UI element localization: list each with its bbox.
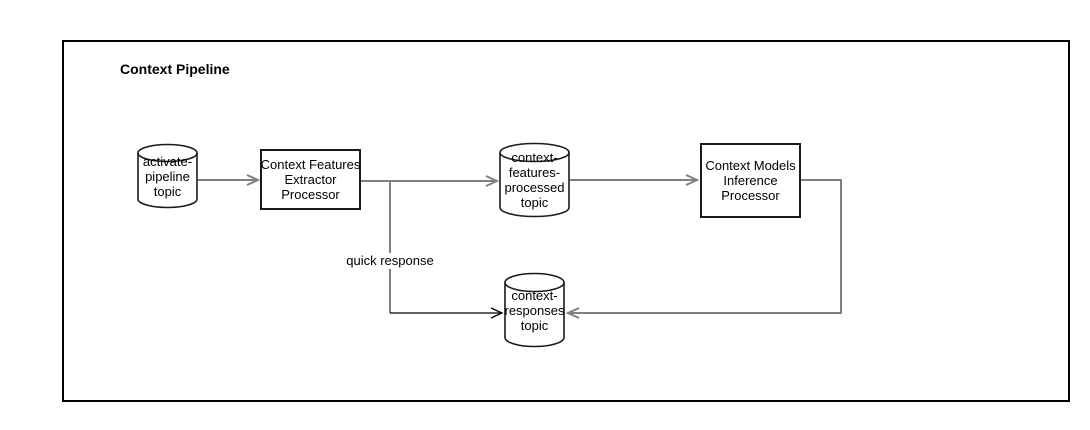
node-label-line: features-: [508, 165, 561, 180]
arrowhead-right-icon: [246, 174, 261, 186]
node-label-line: topic: [520, 317, 549, 333]
node-label-line: Inference: [723, 173, 778, 188]
node-label-line: Extractor: [284, 172, 337, 187]
edge-extractor-to-processed-topic: [361, 175, 500, 187]
node-label-line: topic: [153, 183, 182, 199]
edge-quick-response-to-responses-topic: [390, 307, 504, 319]
diagram-title: Context Pipeline: [120, 61, 230, 77]
arrowhead-right-icon: [485, 175, 500, 187]
arrowhead-right-icon: [685, 174, 700, 186]
node-label: context- responses topic: [505, 288, 565, 333]
node-label-line: Processor: [281, 187, 340, 202]
node-context-models-inference-processor[interactable]: Context Models Inference Processor: [700, 143, 801, 218]
node-label-line: context-: [511, 287, 558, 303]
node-label-line: Context Models: [705, 158, 796, 173]
node-label: activate- pipeline topic: [143, 154, 192, 199]
node-label-line: topic: [520, 195, 549, 210]
cylinder-shape: [137, 143, 198, 209]
node-label-line: pipeline: [145, 168, 190, 184]
node-label-line: responses: [504, 302, 565, 318]
cylinder-shape: [499, 142, 570, 218]
node-label-line: Context Features: [260, 157, 361, 172]
node-label-line: context-: [511, 150, 558, 165]
node-context-features-extractor-processor[interactable]: Context Features Extractor Processor: [260, 149, 361, 210]
arrowhead-left-icon: [565, 307, 580, 319]
node-label: Context Models Inference Processor: [705, 158, 795, 203]
node-label-line: Processor: [721, 188, 780, 203]
diagram-boundary: [62, 40, 1070, 402]
edge-activate-to-extractor: [198, 174, 261, 186]
edge-processed-topic-to-inference: [570, 174, 700, 186]
cylinder-shape: [504, 272, 565, 348]
node-context-features-processed-topic[interactable]: context- features- processed topic: [499, 142, 570, 218]
node-activate-pipeline-topic[interactable]: activate- pipeline topic: [137, 143, 198, 209]
node-context-responses-topic[interactable]: context- responses topic: [504, 272, 565, 348]
node-label-line: activate-: [142, 153, 193, 169]
edge-inference-to-responses-topic: [565, 179, 842, 319]
node-label: Context Features Extractor Processor: [261, 157, 361, 202]
node-label: context- features- processed topic: [505, 150, 565, 210]
arrowhead-right-icon: [490, 307, 504, 319]
edge-label-quick-response: quick response: [338, 253, 442, 269]
node-label-line: processed: [504, 180, 565, 195]
